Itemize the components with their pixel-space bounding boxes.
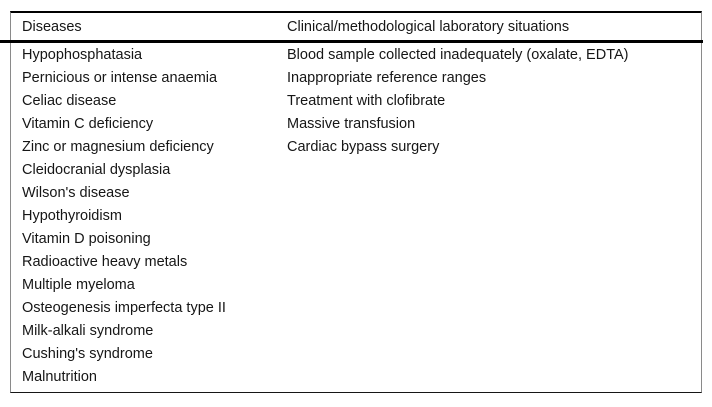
disease-cell: Wilson's disease [22,185,130,201]
disease-cell: Radioactive heavy metals [22,254,188,270]
header-rule [0,40,703,43]
disease-cell: Malnutrition [22,369,97,385]
table-header-row: Diseases Clinical/methodological laborat… [11,13,701,40]
column-header-situations: Clinical/methodological laboratory situa… [287,18,570,35]
disease-cell: Hypothyroidism [22,208,122,224]
diseases-table: Diseases Clinical/methodological laborat… [10,11,702,393]
situation-cell: Inappropriate reference ranges [287,70,487,86]
diseases-column: Hypophosphatasia Pernicious or intense a… [11,44,287,389]
disease-cell: Vitamin C deficiency [22,116,154,132]
column-header-diseases: Diseases [22,18,82,35]
disease-cell: Celiac disease [22,93,117,109]
disease-cell: Multiple myeloma [22,277,135,293]
disease-cell: Hypophosphatasia [22,47,143,63]
situations-column: Blood sample collected inadequately (oxa… [287,44,701,389]
situation-cell: Blood sample collected inadequately (oxa… [287,47,629,63]
disease-cell: Milk-alkali syndrome [22,323,154,339]
disease-cell: Pernicious or intense anaemia [22,70,218,86]
disease-cell: Cushing's syndrome [22,346,153,362]
situation-cell: Treatment with clofibrate [287,93,446,109]
situation-cell: Cardiac bypass surgery [287,139,440,155]
table-body: Hypophosphatasia Pernicious or intense a… [11,40,701,389]
disease-cell: Vitamin D poisoning [22,231,151,247]
disease-cell: Cleidocranial dysplasia [22,162,171,178]
disease-cell: Zinc or magnesium deficiency [22,139,214,155]
situation-cell: Massive transfusion [287,116,416,132]
disease-cell: Osteogenesis imperfecta type II [22,300,226,316]
